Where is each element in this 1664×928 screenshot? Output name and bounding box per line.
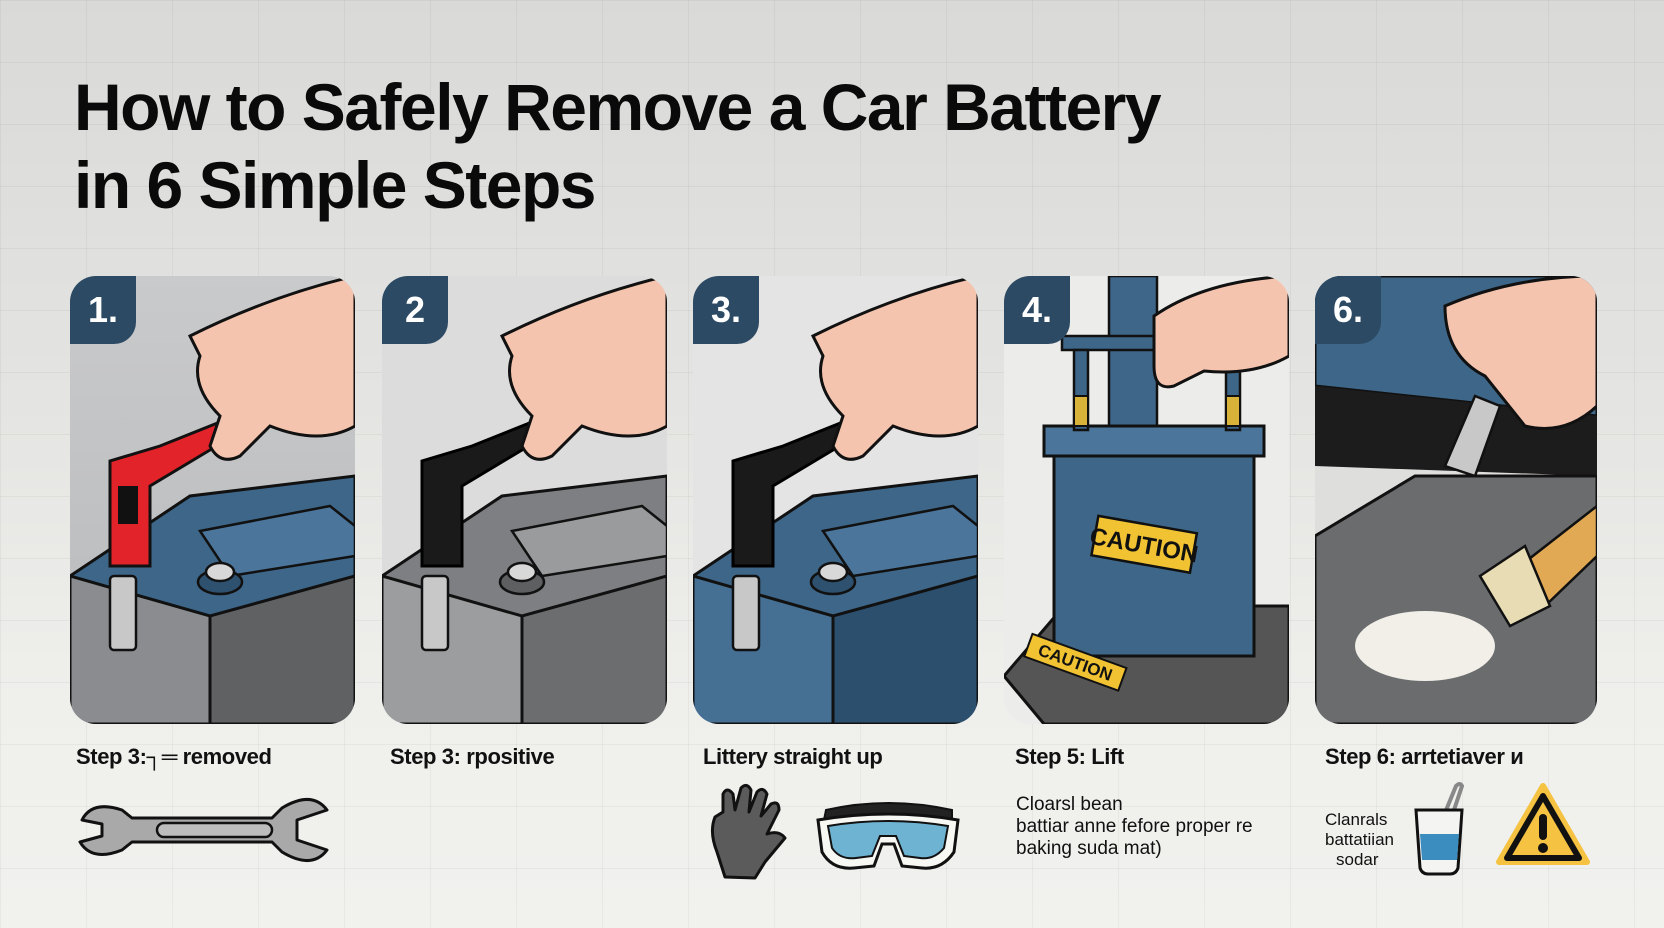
step-badge-6: 6.: [1315, 276, 1381, 344]
baking-soda-water-cup-icon: [1414, 782, 1465, 876]
step-badge-4: 4.: [1004, 276, 1070, 344]
step-badge-1: 1.: [70, 276, 136, 344]
step6-note: Clanrals battatiian sodar: [1325, 810, 1394, 869]
glove-icon: [710, 783, 787, 880]
step-panel-1: 1.: [70, 276, 355, 724]
step-caption-3: Littery straight up: [703, 744, 883, 769]
warning-triangle-icon: [1496, 783, 1590, 865]
step5-note: Cloarsl bean battiar anne fefore proper …: [1016, 794, 1253, 859]
step-caption-6: Step 6: arrtetiaver и: [1325, 744, 1524, 769]
step-panel-6: 6.: [1315, 276, 1597, 724]
safety-goggles-icon: [816, 802, 960, 870]
title-line-2: in 6 Simple Steps: [74, 148, 597, 222]
battery-lift-illustration: CAUTION CAUTION: [1004, 276, 1289, 724]
step-panel-2: 2: [382, 276, 667, 724]
step-caption-4: Step 5: Lift: [1015, 744, 1124, 769]
step-caption-1: Step 3:┐═ removed: [76, 744, 272, 769]
wrench-icon: [78, 798, 329, 862]
battery-terminal-illustration: [382, 276, 667, 724]
title-line-1: How to Safely Remove a Car Battery: [74, 70, 1162, 144]
battery-terminal-illustration: [693, 276, 978, 724]
step-caption-2: Step 3: rpositive: [390, 744, 555, 769]
battery-tray-cleaning-illustration: [1315, 276, 1597, 724]
step-panel-3: 3.: [693, 276, 978, 724]
step-badge-2: 2: [382, 276, 448, 344]
step-panel-4: 4. CAUTION CAUTION: [1004, 276, 1289, 724]
battery-terminal-illustration: [70, 276, 355, 724]
page-title: How to Safely Remove a Car Battery in 6 …: [74, 68, 1162, 224]
step-badge-3: 3.: [693, 276, 759, 344]
